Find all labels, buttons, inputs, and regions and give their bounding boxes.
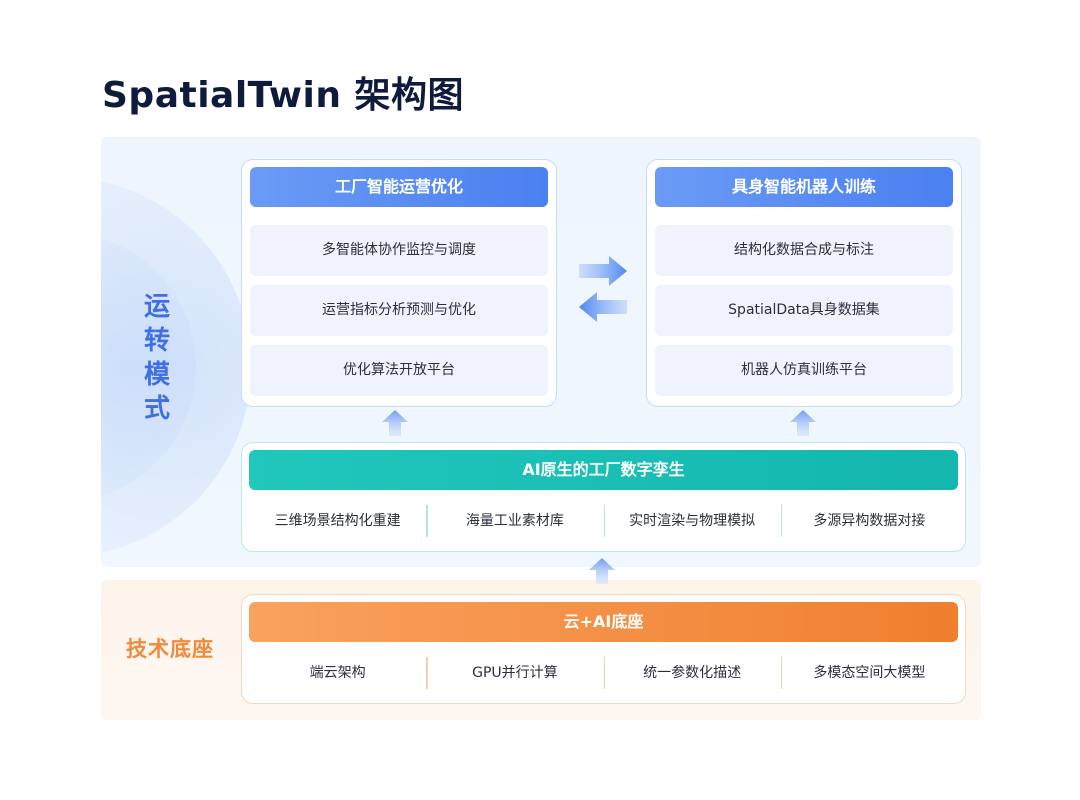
robot-training-item: 机器人仿真训练平台 [655, 345, 953, 396]
factory-ops-header: 工厂智能运营优化 [250, 167, 548, 207]
digital-twin-item: 实时渲染与物理模拟 [603, 499, 781, 543]
robot-training-header: 具身智能机器人训练 [655, 167, 953, 207]
robot-training-item: SpatialData具身数据集 [655, 285, 953, 336]
factory-ops-card: 工厂智能运营优化 多智能体协作监控与调度 运营指标分析预测与优化 优化算法开放平… [241, 159, 557, 407]
digital-twin-header: AI原生的工厂数字孪生 [249, 450, 958, 490]
tech-base-label: 技术底座 [126, 637, 214, 661]
digital-twin-item: 三维场景结构化重建 [274, 513, 401, 529]
cloud-ai-base-item: 统一参数化描述 [603, 651, 781, 695]
digital-twin-card: AI原生的工厂数字孪生 三维场景结构化重建 海量工业素材库 实时渲染与物理模拟 … [241, 442, 966, 552]
robot-training-item: 结构化数据合成与标注 [655, 225, 953, 276]
operation-mode-char: 模 [143, 360, 170, 390]
arrow-left-icon [579, 292, 627, 322]
page-title: SpatialTwin 架构图 [102, 75, 465, 116]
factory-ops-item: 多智能体协作监控与调度 [250, 225, 548, 276]
operation-mode-char: 运 [143, 292, 170, 322]
cloud-ai-base-item: GPU并行计算 [426, 651, 603, 695]
cloud-ai-base-item: 端云架构 [309, 665, 366, 681]
arrow-up-icon [589, 558, 615, 584]
operation-mode-char: 式 [143, 394, 170, 424]
cloud-ai-base-card: 云+AI底座 端云架构 GPU并行计算 统一参数化描述 多模态空间大模型 [241, 594, 966, 704]
operation-mode-char: 转 [143, 326, 170, 356]
digital-twin-items: 三维场景结构化重建 海量工业素材库 实时渲染与物理模拟 多源异构数据对接 [249, 499, 958, 543]
cloud-ai-base-header: 云+AI底座 [249, 602, 958, 642]
digital-twin-item: 多源异构数据对接 [780, 499, 958, 543]
cloud-ai-base-item: 多模态空间大模型 [780, 651, 958, 695]
factory-ops-item: 运营指标分析预测与优化 [250, 285, 548, 336]
arrow-right-icon [579, 256, 627, 286]
cloud-ai-base-items: 端云架构 GPU并行计算 统一参数化描述 多模态空间大模型 [249, 651, 958, 695]
digital-twin-item: 海量工业素材库 [426, 499, 603, 543]
robot-training-card: 具身智能机器人训练 结构化数据合成与标注 SpatialData具身数据集 机器… [646, 159, 962, 407]
arrow-up-icon [382, 410, 408, 436]
arrow-up-icon [790, 410, 816, 436]
factory-ops-item: 优化算法开放平台 [250, 345, 548, 396]
operation-mode-label: 运 转 模 式 [139, 290, 175, 426]
